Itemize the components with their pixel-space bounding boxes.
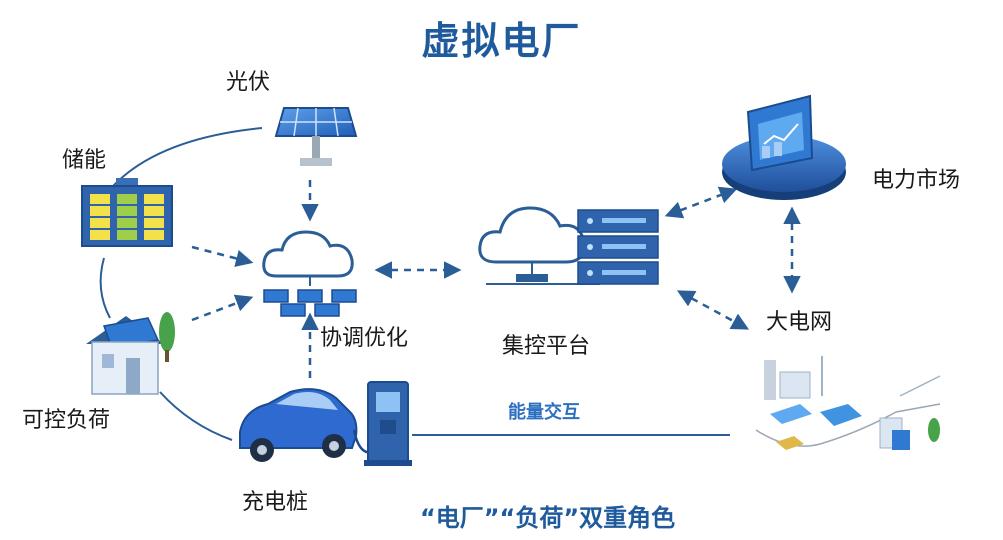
arrow-platform-grid (676, 290, 750, 330)
cloud-server-icon (478, 206, 659, 285)
cloud-network-icon (262, 230, 357, 317)
solar-panel-icon (274, 107, 358, 166)
link-storage-load (99, 257, 111, 319)
label-charger: 充电桩 (242, 490, 309, 515)
label-grid: 大电网 (766, 310, 833, 335)
power-grid-icon (755, 356, 941, 450)
link-load-car (159, 391, 233, 441)
market-platform-icon (722, 94, 846, 200)
battery-storage-icon (81, 178, 173, 247)
label-controllable-load: 可控负荷 (22, 408, 111, 433)
label-platform: 集控平台 (502, 334, 591, 359)
ev-charger-icon (364, 381, 412, 466)
label-power-market: 电力市场 (872, 168, 961, 193)
arrow-platform-market (664, 186, 738, 219)
arrow-storage-coord (191, 245, 254, 267)
diagram-title: 虚拟电厂 (421, 19, 582, 63)
house-icon (86, 312, 175, 395)
electric-car-icon (239, 388, 379, 462)
arrow-load-coord (191, 294, 254, 322)
label-pv: 光伏 (226, 70, 271, 95)
label-coordination: 协调优化 (320, 326, 409, 351)
label-storage: 储能 (62, 148, 107, 173)
diagram-subtitle: “电厂”“负荷”双重角色 (420, 504, 676, 532)
label-energy-exchange: 能量交互 (508, 402, 580, 423)
